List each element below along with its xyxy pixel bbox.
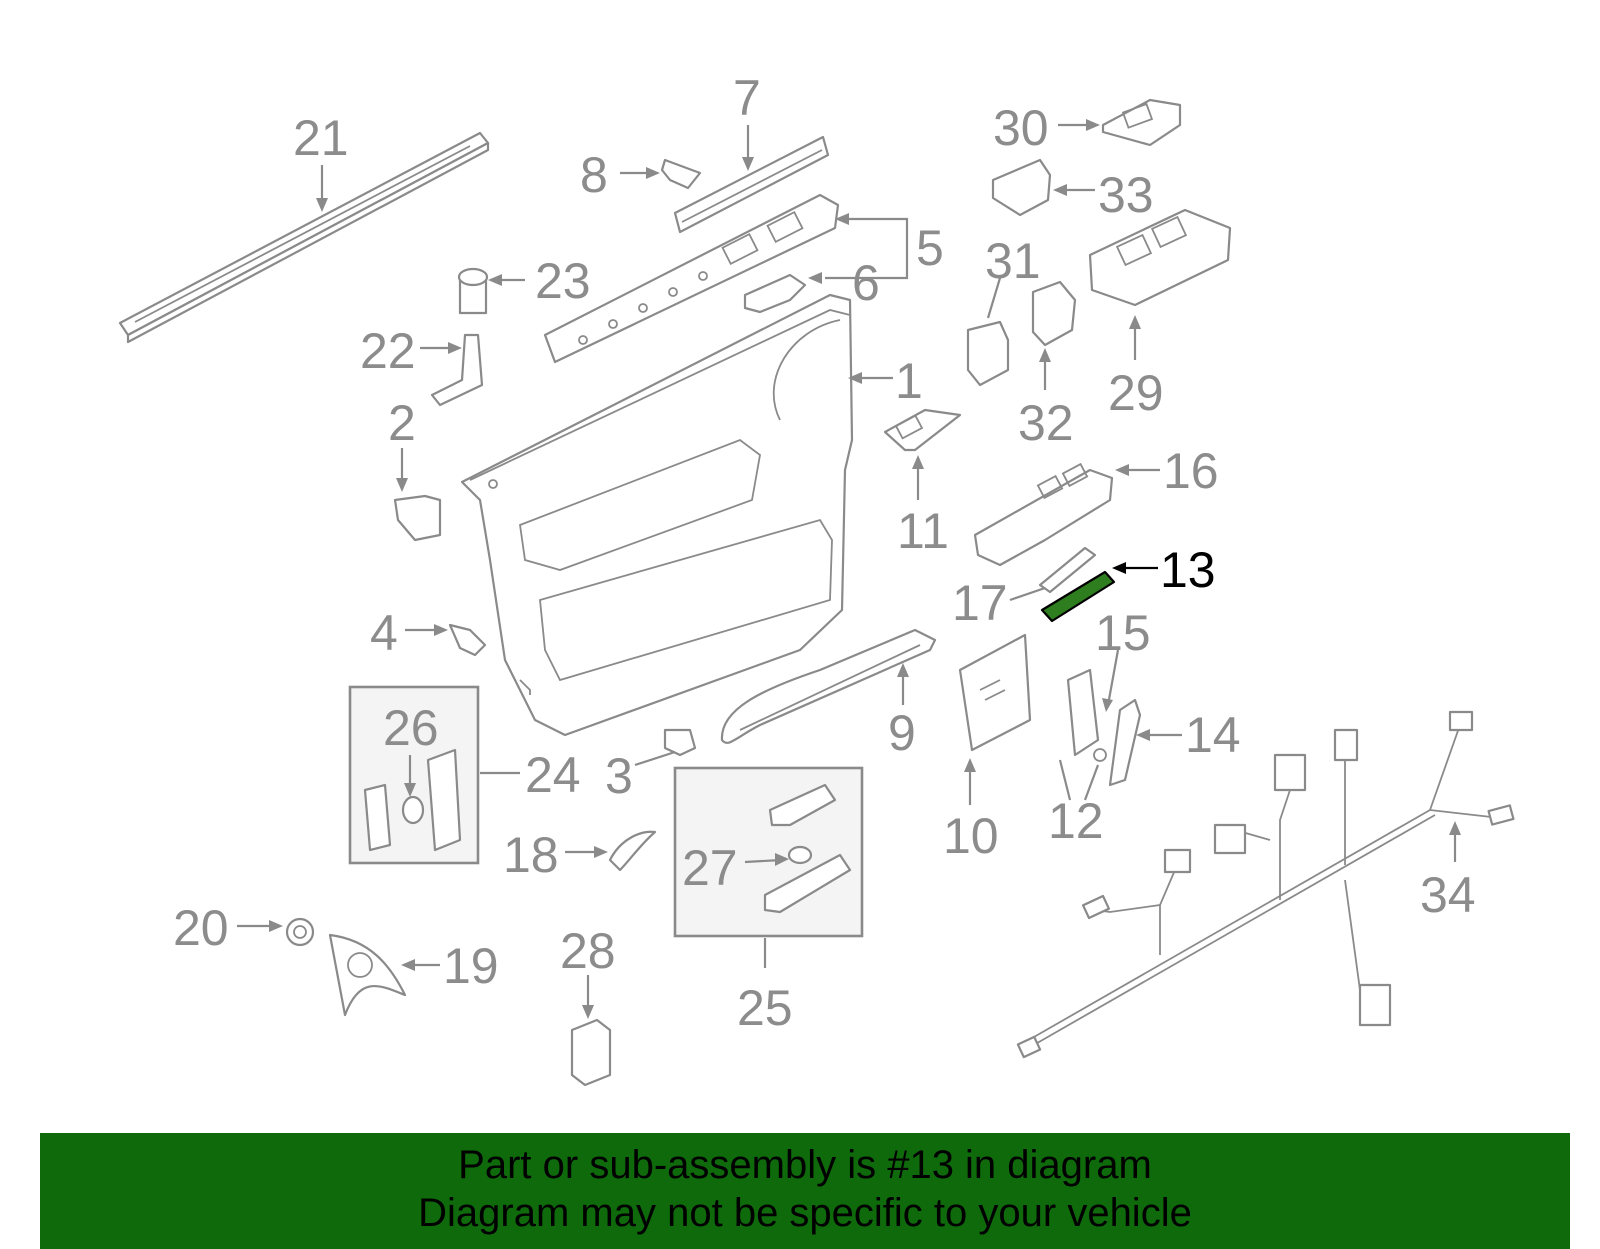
leader-5 — [825, 217, 909, 280]
part-21-weatherstrip[interactable] — [118, 131, 490, 344]
leader-12b — [1083, 764, 1100, 801]
part-12-bracket[interactable] — [1066, 668, 1107, 762]
callout-30: 30 — [993, 100, 1049, 156]
part-2-clip[interactable] — [393, 494, 442, 542]
leader-12a — [1058, 759, 1072, 801]
callout-1: 1 — [895, 353, 923, 409]
callout-12: 12 — [1048, 793, 1104, 849]
callout-15: 15 — [1095, 605, 1151, 661]
leader-31 — [986, 277, 1002, 319]
part-30-bezel[interactable] — [1101, 98, 1182, 147]
callout-27: 27 — [682, 840, 738, 896]
part-25-box[interactable] — [673, 766, 864, 938]
part-24-box[interactable] — [348, 685, 480, 865]
callout-29: 29 — [1108, 365, 1164, 421]
callout-8: 8 — [580, 147, 608, 203]
callout-17: 17 — [952, 575, 1008, 631]
callout-28: 28 — [560, 923, 616, 979]
part-14-trim[interactable] — [1108, 698, 1142, 787]
callout-16: 16 — [1163, 443, 1219, 499]
callout-5: 5 — [916, 220, 944, 276]
callout-34: 34 — [1420, 867, 1476, 923]
part-4-clip[interactable] — [448, 623, 487, 657]
callout-13: 13 — [1160, 542, 1216, 598]
callout-18: 18 — [503, 827, 559, 883]
callout-20: 20 — [173, 900, 229, 956]
part-8-clip[interactable] — [660, 158, 702, 190]
part-16-switch-panel[interactable] — [973, 462, 1114, 567]
part-7-trim-strip[interactable] — [673, 135, 830, 234]
callout-10: 10 — [943, 808, 999, 864]
part-23-cap[interactable] — [457, 267, 489, 315]
part-3-clip[interactable] — [663, 728, 697, 757]
callout-25: 25 — [737, 980, 793, 1036]
callout-2: 2 — [388, 395, 416, 451]
part-11-switch-bezel[interactable] — [883, 408, 962, 452]
leader-3 — [634, 750, 676, 767]
callout-6: 6 — [852, 255, 880, 311]
parts-diagram: 21 7 8 5 6 23 22 — [118, 70, 1515, 1087]
callout-22: 22 — [360, 323, 416, 379]
part-17-strip[interactable] — [1038, 546, 1097, 594]
callout-9: 9 — [888, 705, 916, 761]
banner-line-1: Part or sub-assembly is #13 in diagram — [458, 1143, 1152, 1187]
info-banner: Part or sub-assembly is #13 in diagram D… — [40, 1133, 1570, 1249]
callout-26: 26 — [383, 700, 439, 756]
part-6-bracket[interactable] — [743, 273, 807, 314]
callout-19: 19 — [443, 938, 499, 994]
callout-11: 11 — [897, 503, 949, 559]
banner-line-2: Diagram may not be specific to your vehi… — [418, 1191, 1192, 1235]
part-31-switch[interactable] — [966, 320, 1010, 387]
callout-23: 23 — [535, 253, 591, 309]
part-29-master-switch[interactable] — [1088, 208, 1232, 307]
callout-32: 32 — [1018, 395, 1074, 451]
part-13-highlighted[interactable] — [1040, 570, 1116, 623]
part-18-cover[interactable] — [608, 830, 657, 872]
part-19-speaker-cover[interactable] — [328, 933, 407, 1017]
part-33-switch[interactable] — [991, 158, 1052, 217]
leader-15 — [1106, 649, 1120, 706]
part-1-door-panel[interactable] — [460, 293, 854, 737]
part-32-switch[interactable] — [1031, 280, 1077, 347]
part-9-armrest[interactable] — [720, 628, 937, 744]
part-28-clip[interactable] — [570, 1018, 612, 1087]
callout-33: 33 — [1098, 167, 1154, 223]
part-20-grommet[interactable] — [285, 917, 315, 947]
callout-31: 31 — [985, 233, 1041, 289]
callout-14: 14 — [1185, 707, 1241, 763]
callout-7: 7 — [733, 70, 761, 126]
part-5-upper-trim[interactable] — [543, 193, 840, 364]
callout-4: 4 — [370, 605, 398, 661]
callout-3: 3 — [605, 748, 633, 804]
part-22-bracket[interactable] — [430, 333, 484, 407]
callout-24: 24 — [525, 747, 581, 803]
callout-21: 21 — [293, 110, 349, 166]
part-34-wiring-harness[interactable] — [1016, 710, 1515, 1059]
part-10-reflector[interactable] — [958, 633, 1032, 752]
leader-17 — [1009, 586, 1046, 602]
